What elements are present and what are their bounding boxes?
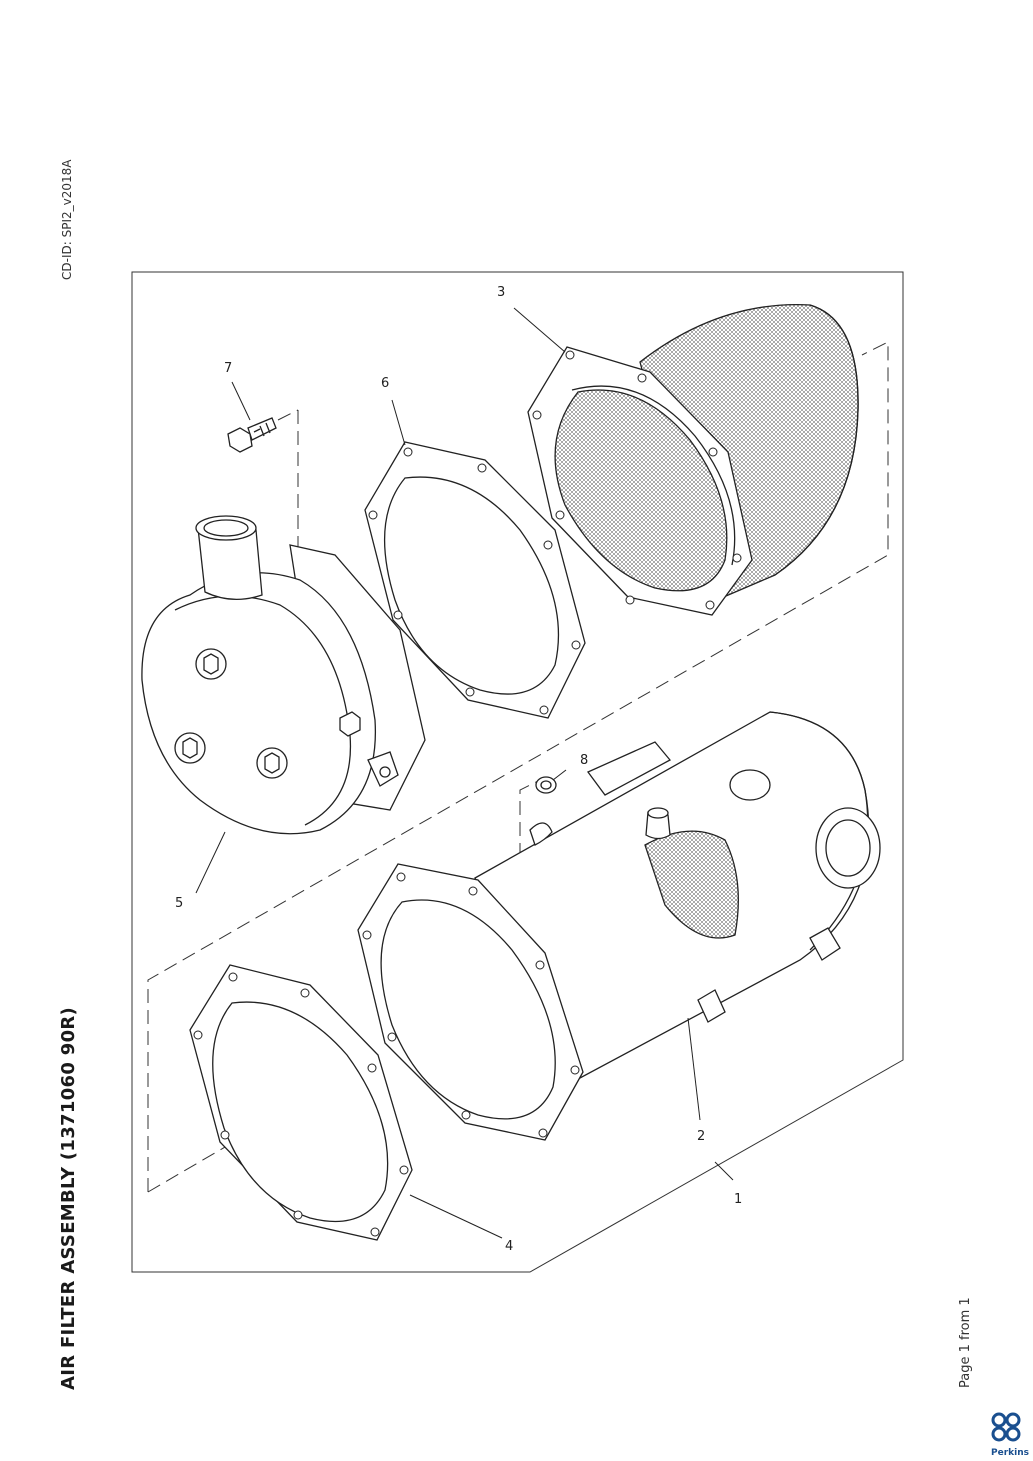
callout-3: 3	[497, 285, 505, 300]
callout-leader-lines	[195, 307, 734, 1239]
callout-2: 2	[697, 1129, 705, 1144]
brand-name: Perkins	[991, 1448, 1029, 1458]
part-6-gasket	[364, 441, 586, 719]
callout-5: 5	[175, 896, 183, 911]
part-2-housing-body	[474, 711, 881, 1079]
diagram-frame	[131, 271, 904, 1273]
callout-6: 6	[381, 376, 389, 391]
part-4-gasket	[189, 964, 413, 1241]
part-7-bolt	[227, 417, 277, 453]
part-1-front-flange	[357, 863, 584, 1141]
callout-7: 7	[224, 361, 232, 376]
callout-1: 1	[734, 1192, 742, 1207]
callout-4: 4	[505, 1239, 513, 1254]
perkins-logo-icon	[991, 1412, 1021, 1442]
callout-8: 8	[580, 753, 588, 768]
part-3-filter-element	[527, 303, 859, 616]
part-5-end-cap	[141, 515, 426, 835]
part-8-washer	[535, 776, 557, 794]
